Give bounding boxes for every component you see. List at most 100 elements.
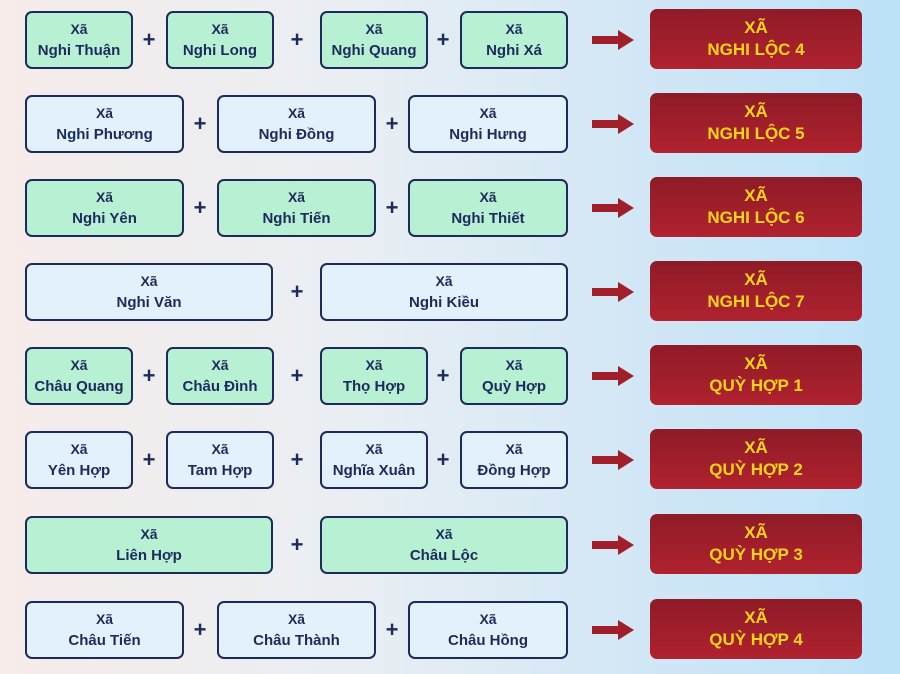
commune-prefix: Xã: [287, 189, 306, 205]
new-commune-box: XÃ NGHI LỘC 6: [650, 177, 862, 237]
commune-name: Nghi Đồng: [258, 126, 335, 143]
commune-prefix: Xã: [505, 21, 523, 37]
new-commune-box: XÃ QUỲ HỢP 1: [650, 345, 862, 405]
plus-icon: +: [290, 532, 304, 557]
commune-name: Đồng Hợp: [477, 462, 551, 479]
plus-icon: +: [193, 111, 207, 136]
new-commune-box: XÃ NGHI LỘC 5: [650, 93, 862, 153]
result-name: NGHI LỘC 4: [707, 40, 805, 59]
commune-name: Nghi Quang: [331, 42, 417, 59]
result-prefix: XÃ: [744, 608, 768, 627]
commune-prefix: Xã: [140, 526, 158, 542]
commune-name: Nghĩa Xuân: [332, 462, 416, 479]
result-name: QUỲ HỢP 2: [709, 460, 803, 479]
plus-icon: +: [385, 617, 399, 642]
new-commune-box: XÃ QUỲ HỢP 3: [650, 514, 862, 574]
commune-name: Châu Lộc: [409, 547, 479, 564]
result-prefix: XÃ: [744, 102, 768, 121]
source-commune-box: Xã Nghi Yên: [25, 179, 184, 237]
source-commune-box: Xã Nghi Kiều: [320, 263, 568, 321]
commune-prefix: Xã: [479, 105, 497, 121]
commune-name: Thọ Hợp: [342, 378, 406, 395]
commune-prefix: Xã: [70, 357, 88, 373]
arrow-right-icon: [592, 535, 634, 555]
commune-prefix: Xã: [287, 105, 306, 121]
result-prefix: XÃ: [744, 438, 768, 457]
source-commune-box: Xã Đồng Hợp: [460, 431, 568, 489]
plus-icon: +: [385, 111, 399, 136]
result-prefix: XÃ: [744, 523, 768, 542]
source-commune-box: Xã Nghi Quang: [320, 11, 428, 69]
commune-name: Nghi Yên: [72, 210, 137, 227]
result-name: QUỲ HỢP 1: [709, 376, 803, 395]
plus-icon: +: [436, 447, 450, 472]
result-name: NGHI LỘC 5: [707, 124, 805, 143]
plus-icon: +: [290, 363, 304, 388]
arrow-right-icon: [592, 198, 634, 218]
result-name: NGHI LỘC 7: [707, 292, 805, 311]
commune-name: Châu Quang: [34, 378, 124, 395]
commune-name: Tam Hợp: [187, 462, 253, 479]
commune-name: Nghi Thuận: [37, 42, 121, 59]
commune-name: Nghi Long: [182, 42, 258, 59]
commune-name: Châu Hồng: [448, 632, 528, 649]
plus-icon: +: [193, 195, 207, 220]
source-commune-box: Xã Nghi Phương: [25, 95, 184, 153]
commune-name: Yên Hợp: [47, 462, 111, 479]
commune-name: Quỳ Hợp: [482, 378, 546, 395]
result-name: QUỲ HỢP 4: [709, 630, 803, 649]
merger-row: Xã Liên Hợp + Xã Châu Lộc XÃ QUỲ HỢP 3: [0, 514, 900, 578]
source-commune-box: Xã Tam Hợp: [166, 431, 274, 489]
source-commune-box: Xã Nghĩa Xuân: [320, 431, 428, 489]
commune-name: Châu Thành: [253, 632, 340, 649]
commune-prefix: Xã: [95, 611, 114, 627]
source-commune-box: Xã Châu Đình: [166, 347, 274, 405]
source-commune-box: Xã Quỳ Hợp: [460, 347, 568, 405]
commune-prefix: Xã: [287, 611, 306, 627]
commune-name: Châu Đình: [182, 378, 258, 395]
merger-row: Xã Nghi Phương + Xã Nghi Đồng + Xã Nghi …: [0, 93, 900, 157]
commune-name: Nghi Kiều: [409, 294, 479, 311]
source-commune-box: Xã Châu Lộc: [320, 516, 568, 574]
commune-name: Liên Hợp: [116, 547, 182, 564]
plus-icon: +: [193, 617, 207, 642]
source-commune-box: Xã Nghi Đồng: [217, 95, 376, 153]
commune-prefix: Xã: [95, 105, 114, 121]
commune-name: Nghi Thiết: [451, 210, 525, 227]
commune-name: Châu Tiến: [68, 632, 141, 649]
source-commune-box: Xã Thọ Hợp: [320, 347, 428, 405]
new-commune-box: XÃ QUỲ HỢP 2: [650, 429, 862, 489]
commune-name: Nghi Hưng: [449, 126, 527, 143]
merger-row: Xã Yên Hợp + Xã Tam Hợp + Xã Nghĩa Xuân …: [0, 429, 900, 493]
commune-prefix: Xã: [211, 357, 229, 373]
plus-icon: +: [385, 195, 399, 220]
arrow-right-icon: [592, 30, 634, 50]
plus-icon: +: [436, 363, 450, 388]
commune-prefix: Xã: [95, 189, 114, 205]
result-prefix: XÃ: [744, 270, 768, 289]
new-commune-box: XÃ NGHI LỘC 4: [650, 9, 862, 69]
commune-prefix: Xã: [140, 273, 158, 289]
result-name: NGHI LỘC 6: [707, 208, 805, 227]
plus-icon: +: [142, 27, 156, 52]
merger-row: Xã Nghi Yên + Xã Nghi Tiến + Xã Nghi Thi…: [0, 177, 900, 241]
new-commune-box: XÃ NGHI LỘC 7: [650, 261, 862, 321]
source-commune-box: Xã Châu Hồng: [408, 601, 568, 659]
plus-icon: +: [142, 363, 156, 388]
merger-row: Xã Châu Tiến + Xã Châu Thành + Xã Châu H…: [0, 599, 900, 663]
commune-prefix: Xã: [211, 21, 229, 37]
plus-icon: +: [290, 27, 304, 52]
commune-name: Nghi Tiến: [262, 210, 331, 227]
new-commune-box: XÃ QUỲ HỢP 4: [650, 599, 862, 659]
merger-row: Xã Châu Quang + Xã Châu Đình + Xã Thọ Hợ…: [0, 345, 900, 409]
plus-icon: +: [436, 27, 450, 52]
commune-prefix: Xã: [435, 526, 453, 542]
source-commune-box: Xã Châu Thành: [217, 601, 376, 659]
commune-prefix: Xã: [435, 273, 453, 289]
commune-prefix: Xã: [70, 441, 88, 457]
merger-row: Xã Nghi Thuận + Xã Nghi Long + Xã Nghi Q…: [0, 9, 900, 73]
source-commune-box: Xã Nghi Hưng: [408, 95, 568, 153]
source-commune-box: Xã Nghi Thiết: [408, 179, 568, 237]
commune-prefix: Xã: [365, 357, 383, 373]
result-prefix: XÃ: [744, 18, 768, 37]
